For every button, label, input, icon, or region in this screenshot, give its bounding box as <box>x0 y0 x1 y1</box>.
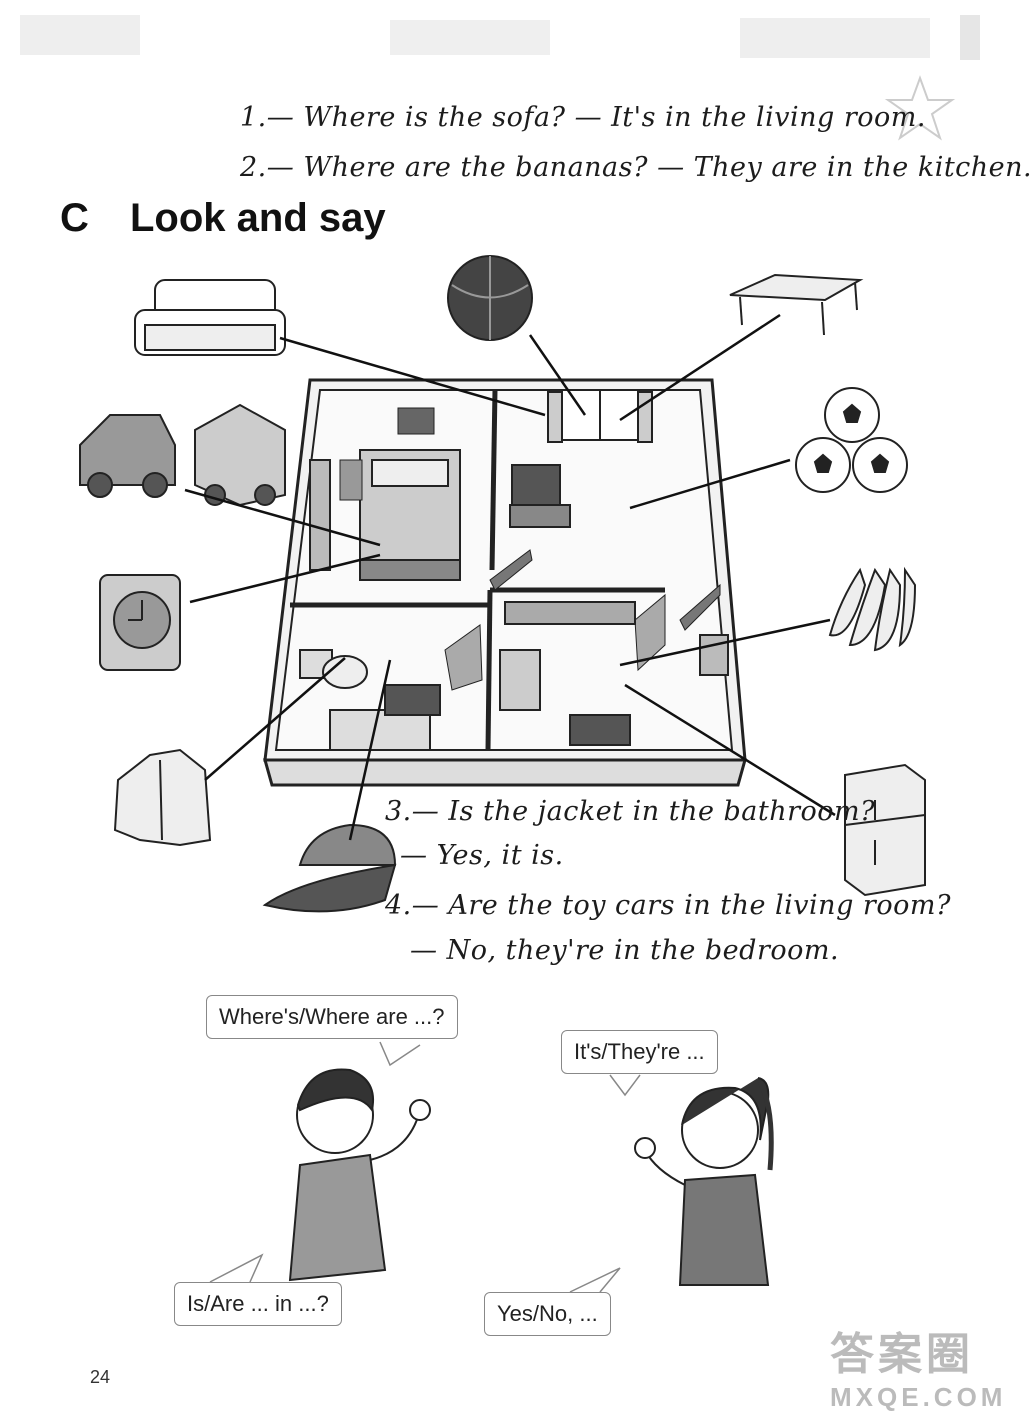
fridge-icon <box>844 763 926 897</box>
answer-line-6: — No, they're in the bedroom. <box>410 935 840 966</box>
watermark-top: 答案圈 <box>830 1330 974 1379</box>
speech-bubble-girl-answer: It's/They're ... <box>561 1030 718 1074</box>
tv-icon <box>509 464 571 528</box>
answer-line-2: 2.— Where are the bananas? — They are in… <box>240 152 1032 183</box>
house-illustration <box>79 255 926 913</box>
answer-line-4: — Yes, it is. <box>400 840 564 871</box>
connecting-lines <box>184 313 836 841</box>
clock-icon <box>99 574 181 671</box>
answer-line-5: 4.— Are the toy cars in the living room? <box>385 890 951 921</box>
jacket-icon <box>113 748 212 847</box>
door-icon <box>634 593 666 672</box>
watermark-bottom: MXQE.COM <box>830 1382 1007 1412</box>
bed-icon <box>359 449 461 581</box>
cap-icon <box>262 823 397 913</box>
watermark: 答案圈 MXQE.COM <box>830 1318 1006 1413</box>
table-icon <box>729 273 864 336</box>
speech-bubble-boy-is-are: Is/Are ... in ...? <box>174 1282 342 1326</box>
bubble-tail <box>379 1041 421 1067</box>
lamp-icon <box>339 459 363 501</box>
kitchen-counter-icon <box>499 601 729 746</box>
toy-cars-icon <box>79 403 286 507</box>
wardrobe-icon <box>309 459 331 571</box>
answer-line-1: 1.— Where is the sofa? — It's in the liv… <box>240 102 926 133</box>
basketball-icon <box>447 255 533 341</box>
speech-bubble-girl-yes-no: Yes/No, ... <box>484 1292 611 1336</box>
section-letter: C <box>60 196 89 240</box>
bathroom-fixtures-icon <box>299 649 441 751</box>
children-illustration <box>209 1041 774 1293</box>
answer-line-3: 3.— Is the jacket in the bathroom? <box>385 796 876 827</box>
door-icon <box>444 624 483 691</box>
door-icon <box>489 549 533 591</box>
footballs-icon <box>795 387 908 493</box>
scan-noise <box>20 15 980 60</box>
bubble-tail <box>609 1074 641 1097</box>
sofa-icon <box>134 279 286 356</box>
bubble-tail <box>209 1253 264 1283</box>
bubble-tail <box>569 1267 621 1293</box>
picture-icon <box>397 407 435 435</box>
girl-figure <box>634 1077 774 1286</box>
window-icon <box>547 389 653 443</box>
bananas-icon <box>828 566 917 652</box>
section-title: Look and say <box>130 196 386 240</box>
page-number: 24 <box>90 1367 111 1387</box>
speech-bubble-boy-question: Where's/Where are ...? <box>206 995 458 1039</box>
door-icon <box>679 583 721 631</box>
star-doodle-icon <box>884 75 956 141</box>
boy-figure <box>288 1068 431 1282</box>
